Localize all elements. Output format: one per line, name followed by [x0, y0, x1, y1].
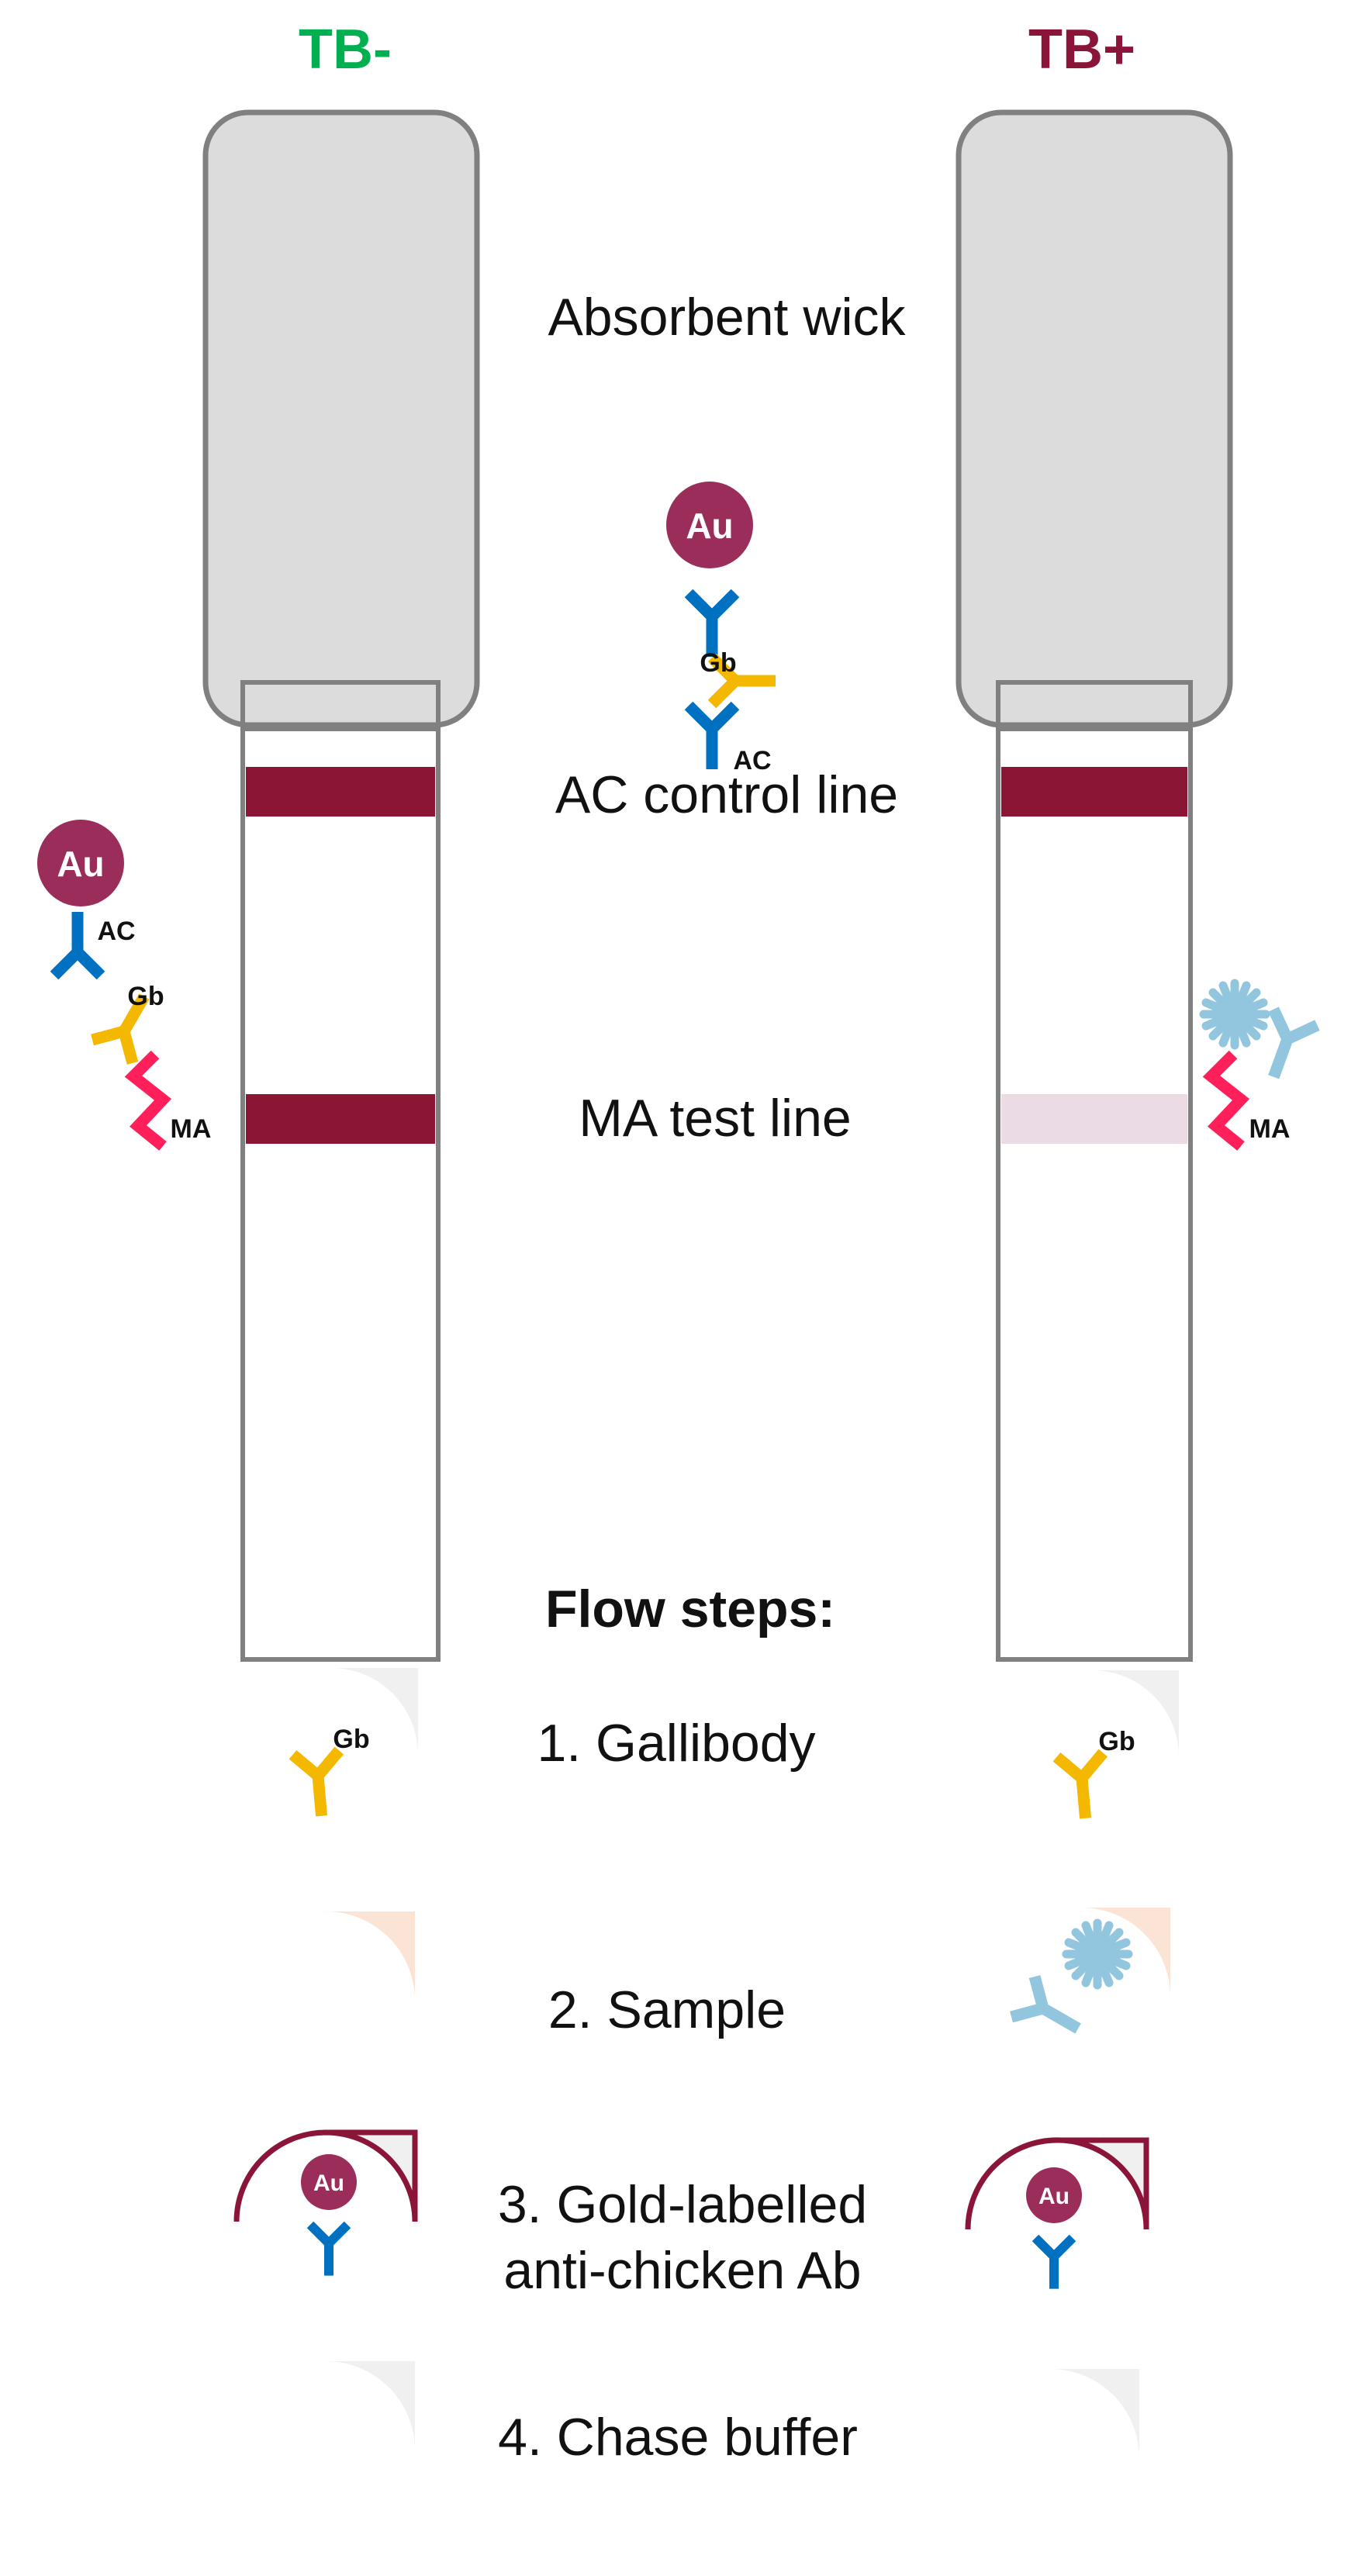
step2-drop-negative — [236, 1911, 415, 2001]
step3-gold-particle-icon-positive — [1026, 2167, 1082, 2223]
mtb-antigen-icon — [1204, 983, 1266, 1045]
membrane-strip-positive — [996, 680, 1193, 1662]
strip-tb-negative — [202, 109, 480, 1662]
control-line-band-positive — [1001, 767, 1187, 817]
mycolic-acid-icon — [1211, 1055, 1241, 1146]
step1-gallibody-icon-positive — [1056, 1752, 1108, 1820]
strip-tb-positive — [955, 109, 1233, 1662]
step3-label-line2: anti-chicken Ab — [503, 2241, 861, 2300]
header-tb-positive: TB+ — [1028, 19, 1135, 81]
mycolic-acid-icon — [133, 1055, 163, 1146]
step3-drop-negative — [233, 2129, 418, 2222]
au-label: Au — [313, 2170, 344, 2196]
test-line-label: MA test line — [579, 1089, 852, 1148]
step4-label: 4. Chase buffer — [498, 2408, 858, 2467]
control-line-complex: Au Gb AC — [666, 482, 776, 775]
au-label: Au — [57, 844, 104, 884]
strip-overlap-outline-positive — [996, 680, 1193, 731]
step2-drop-positive — [992, 1908, 1170, 1997]
ac-capture-antibody-icon — [689, 706, 735, 769]
step1-gallibody-icon-negative — [292, 1750, 344, 1818]
gb-label: Gb — [700, 648, 736, 678]
test-line-band-positive-faint — [1001, 1094, 1187, 1144]
test-line-complex-negative: Au AC Gb MA — [37, 820, 211, 1146]
step3-drop-positive — [965, 2137, 1149, 2230]
step2-antibody-icon — [1011, 1977, 1090, 2049]
gb-label: Gb — [1098, 1727, 1135, 1756]
gb-label: Gb — [127, 982, 164, 1011]
gold-particle-icon — [666, 482, 753, 568]
step3-antibody-icon-positive — [1035, 2238, 1073, 2289]
step4-drop-positive — [961, 2369, 1139, 2458]
step3-gold-particle-icon-negative — [301, 2154, 357, 2210]
ma-label: MA — [171, 1114, 212, 1144]
test-line-band-negative — [246, 1094, 435, 1144]
step1-drop-positive — [1005, 1670, 1179, 1757]
step2-label: 2. Sample — [548, 1980, 786, 2039]
ac-label: AC — [97, 917, 135, 946]
absorbent-wick-label: Absorbent wick — [548, 288, 906, 347]
test-line-complex-positive: MA — [1204, 983, 1317, 1146]
step1-drop-negative — [244, 1667, 418, 1755]
gb-label: Gb — [333, 1725, 369, 1754]
absorbent-wick-negative — [202, 109, 480, 728]
step3-antibody-icon-negative — [310, 2225, 347, 2276]
flow-steps-title: Flow steps: — [545, 1580, 835, 1638]
anti-chicken-antibody-icon — [54, 912, 101, 975]
gold-particle-icon — [37, 820, 124, 906]
header-tb-negative: TB- — [299, 19, 392, 81]
au-label: Au — [686, 506, 733, 546]
control-line-label: AC control line — [555, 765, 898, 824]
ac-label: AC — [733, 746, 771, 775]
step4-drop-negative — [236, 2360, 415, 2450]
au-label: Au — [1038, 2184, 1070, 2209]
step2-antigen-icon — [1066, 1923, 1128, 1985]
anti-chicken-antibody-icon — [689, 593, 735, 657]
absorbent-wick-positive — [955, 109, 1233, 728]
control-line-band-negative — [246, 767, 435, 817]
step3-label-line1: 3. Gold-labelled — [498, 2175, 867, 2234]
step1-label: 1. Gallibody — [537, 1714, 815, 1773]
membrane-strip-negative — [240, 680, 441, 1662]
ma-label: MA — [1249, 1114, 1291, 1144]
strip-overlap-outline-negative — [240, 680, 441, 731]
